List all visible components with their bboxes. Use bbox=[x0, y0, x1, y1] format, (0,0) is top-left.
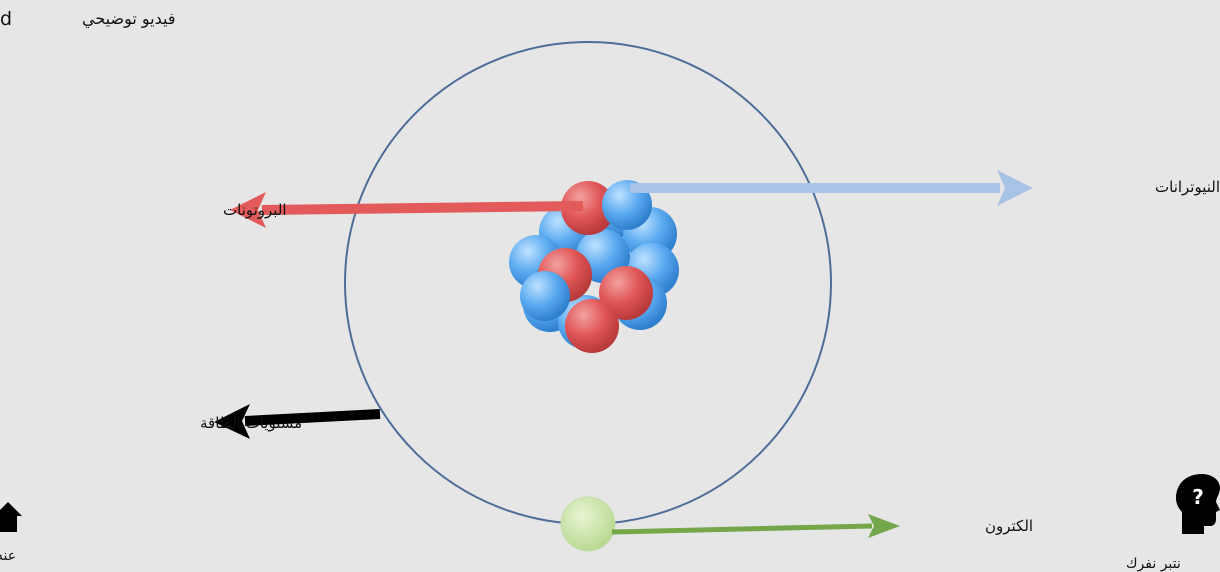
edge-letter: d bbox=[0, 8, 13, 30]
neutron bbox=[520, 271, 570, 321]
energy-levels-arrow bbox=[214, 404, 381, 439]
svg-text:?: ? bbox=[1192, 485, 1204, 509]
help-label: نتبر نفرك bbox=[1126, 556, 1181, 572]
label-protons: البروتونات bbox=[223, 201, 287, 219]
proton bbox=[599, 266, 653, 320]
label-electron: الكترون bbox=[985, 517, 1033, 535]
proton bbox=[565, 299, 619, 353]
proton bbox=[561, 181, 615, 235]
label-energy-levels: مستويات الطاقة bbox=[200, 414, 302, 432]
help-head-icon: ? bbox=[1176, 474, 1220, 534]
label-neutrons: النيوترانات bbox=[1155, 178, 1220, 196]
electron bbox=[560, 496, 616, 552]
electron-arrow bbox=[611, 514, 900, 538]
home-label: عنه bbox=[0, 548, 17, 564]
help-button[interactable]: ? bbox=[1172, 472, 1220, 568]
neutrons-arrow bbox=[630, 170, 1033, 206]
home-icon bbox=[0, 502, 22, 532]
video-link[interactable]: فيديو توضيحي bbox=[82, 9, 176, 28]
protons-arrow bbox=[230, 192, 584, 228]
home-button[interactable] bbox=[0, 500, 22, 568]
